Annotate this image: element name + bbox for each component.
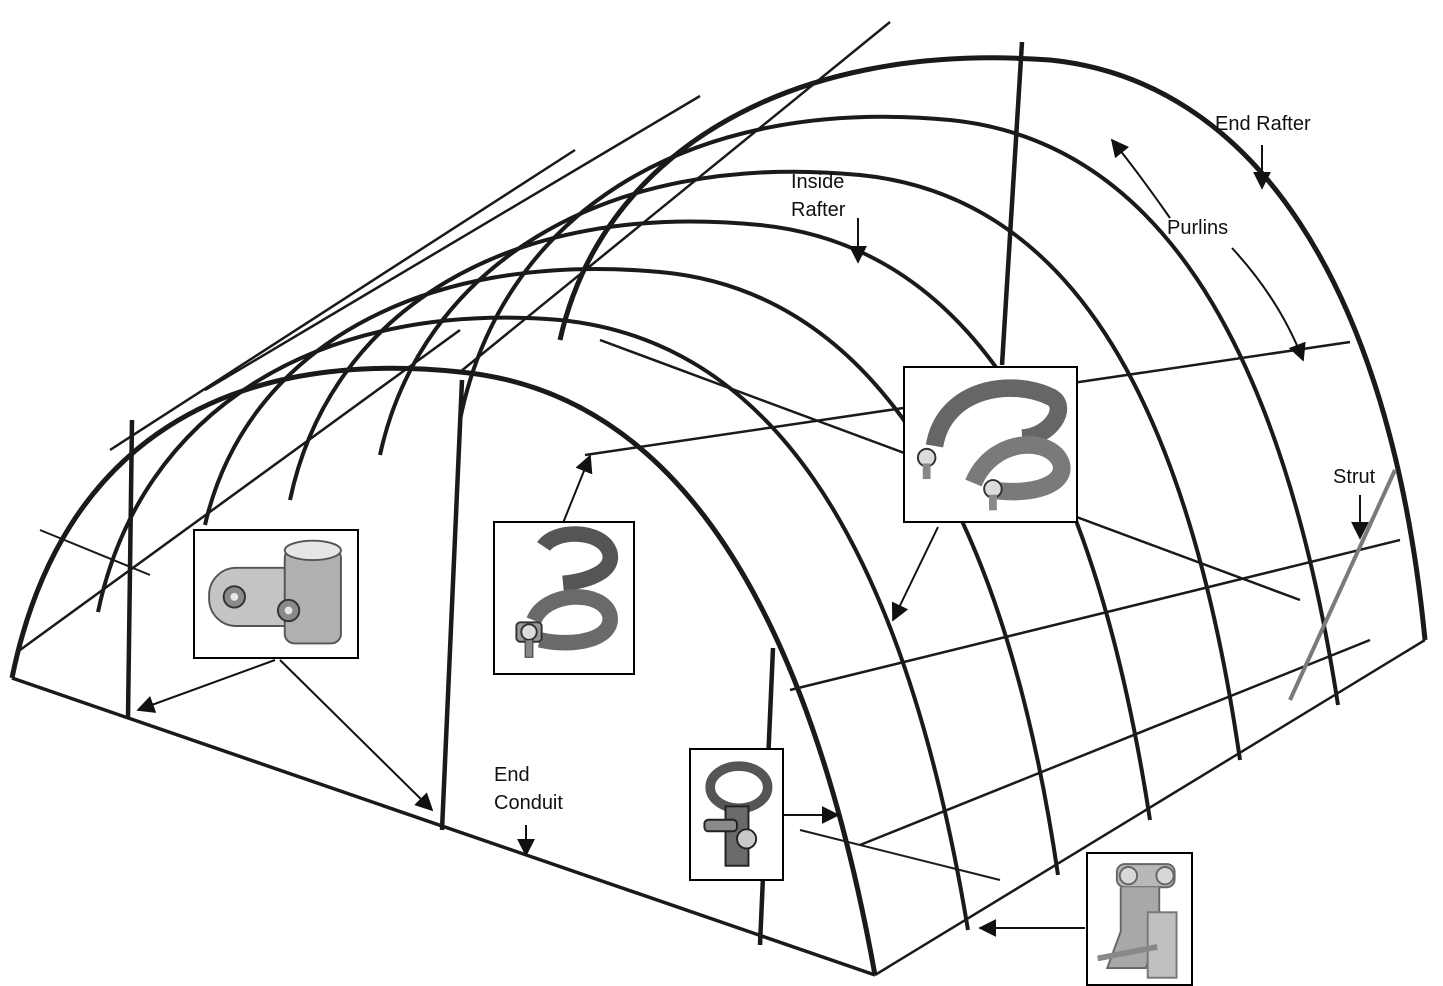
front-end-rafter: [9, 365, 878, 976]
pointer-arrows: [136, 138, 1369, 937]
purlins-arrow-down: [1231, 247, 1306, 362]
tee-fitting-arrow-a: [136, 659, 276, 713]
purlins-label: Purlins: [1167, 217, 1229, 239]
rafters: [9, 55, 1428, 976]
inside-rafter-label-line1: Inside: [791, 171, 845, 193]
purlins: [19, 21, 1426, 977]
end-rafter-label: End Rafter: [1215, 113, 1311, 135]
purlin-clamp-arrow: [562, 454, 593, 524]
inside-rafter-3: [203, 267, 1060, 876]
strut-brace: [1288, 469, 1397, 701]
purlin-clamp-inset: [493, 521, 635, 675]
strut-label: Strut: [1333, 466, 1376, 488]
conduit-clamp-inset: [689, 748, 784, 881]
purlins-arrow-up: [1110, 138, 1171, 219]
tee-fitting-icon: [208, 539, 342, 645]
inside-rafter-2: [96, 315, 970, 931]
base-bracket-inset: [1086, 852, 1193, 986]
ridge-purlin: [459, 21, 891, 373]
inside-rafter-5: [378, 169, 1242, 761]
left-sill-purlin: [19, 328, 461, 652]
conduit-clamp-icon: [703, 761, 773, 867]
inside-rafter-6: [458, 114, 1340, 706]
tee-fitting-arrow-b: [279, 659, 434, 812]
end-conduit-label-line2: Conduit: [494, 792, 563, 814]
end-cross-brace: [39, 529, 151, 576]
lower-left-purlin: [109, 148, 576, 452]
end-conduit-1: [125, 419, 135, 719]
base-bracket-icon: [1097, 863, 1178, 979]
cross-clamp-inset: [903, 366, 1078, 523]
cross-clamp-icon: [916, 379, 1071, 511]
back-end-conduit: [999, 41, 1025, 366]
inside-rafter-label-line2: Rafter: [791, 199, 846, 221]
mid-right-purlin: [789, 538, 1401, 692]
upper-left-purlin: [204, 94, 701, 392]
cross-clamp-arrow: [891, 526, 939, 622]
lower-right-purlin: [859, 638, 1371, 847]
end-conduit-2: [439, 379, 465, 831]
kee-clamp-tee-fitting-inset: [193, 529, 359, 659]
back-end-rafter: [557, 55, 1428, 641]
end-conduit-label-line1: End: [494, 764, 530, 786]
bottom-right-rail: [874, 638, 1426, 977]
base-cross-brace: [799, 829, 1001, 881]
end-conduits: [11, 41, 1025, 977]
purlin-clamp-icon: [515, 526, 618, 658]
